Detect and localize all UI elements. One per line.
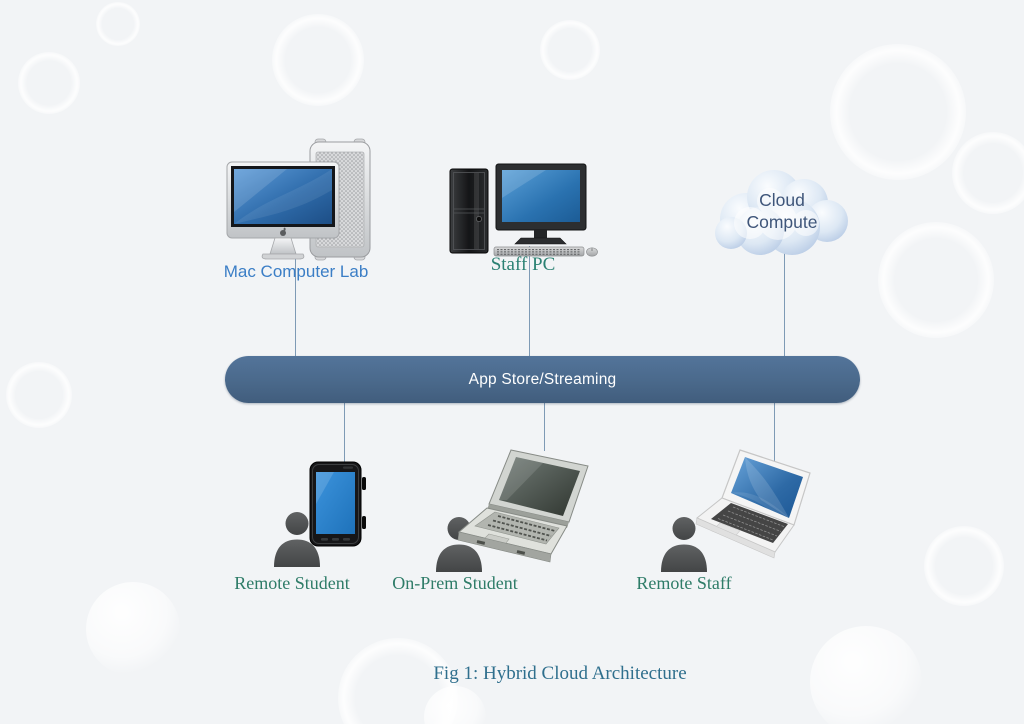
background-bubble <box>272 14 364 106</box>
connector-cloud-to-bus <box>784 252 785 356</box>
background-bubble <box>6 362 72 428</box>
background-bubble <box>924 526 1004 606</box>
connector-bus-to-onprem-student <box>544 403 545 451</box>
background-bubble <box>86 582 180 676</box>
figure-caption: Fig 1: Hybrid Cloud Architecture <box>433 663 687 684</box>
connector-mac-lab-to-bus <box>295 252 296 356</box>
connector-bus-to-remote-student <box>344 403 345 463</box>
connector-staff-pc-to-bus <box>529 246 530 356</box>
laptop-icon <box>457 449 589 563</box>
background-bubble <box>878 222 994 338</box>
background-bubble <box>540 20 600 80</box>
cloud-label-line1: Cloud <box>759 190 805 210</box>
cloud-compute-label: Cloud Compute <box>708 189 856 233</box>
desktop-pc-icon <box>449 163 598 257</box>
background-bubble <box>952 132 1024 214</box>
bus-label: App Store/Streaming <box>468 370 617 388</box>
background-bubble <box>830 44 966 180</box>
person-icon <box>274 512 320 567</box>
onprem-student-label: On-Prem Student <box>392 573 518 593</box>
connector-bus-to-remote-staff <box>774 403 775 461</box>
remote-staff-label: Remote Staff <box>636 573 732 593</box>
background-bubble <box>810 626 922 724</box>
imac-with-macpro-tower-icon <box>226 138 371 261</box>
cloud-label-line2: Compute <box>746 212 818 232</box>
background-bubble <box>18 52 80 114</box>
person-icon <box>661 517 707 572</box>
smartphone-icon <box>309 461 366 547</box>
cloud-icon <box>715 170 848 255</box>
background-bubble <box>424 686 486 724</box>
app-store-streaming-bus: App Store/Streaming <box>225 356 860 403</box>
macbook-icon <box>695 449 811 559</box>
mac-computer-lab-label: Mac Computer Lab <box>223 262 369 281</box>
staff-pc-label: Staff PC <box>490 254 556 275</box>
background-bubble <box>96 2 140 46</box>
remote-student-label: Remote Student <box>234 573 350 593</box>
